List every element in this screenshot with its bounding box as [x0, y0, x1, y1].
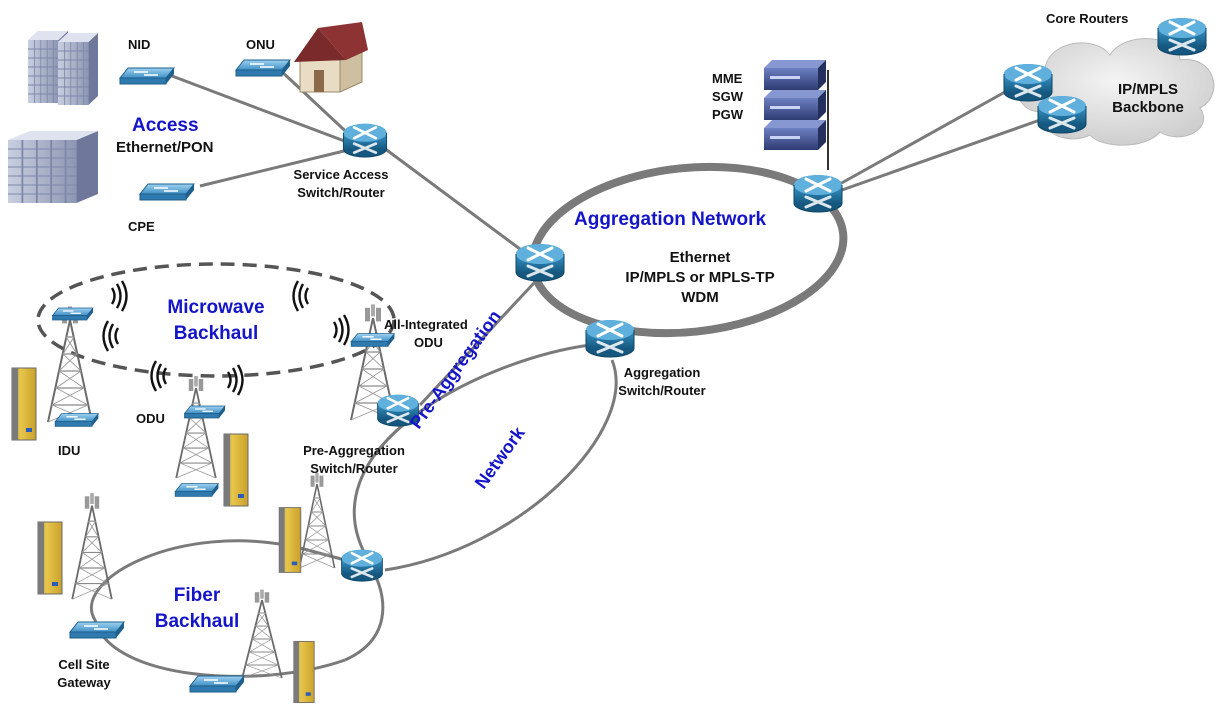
sgw-label: SGW — [712, 89, 744, 104]
onu-link — [278, 68, 357, 142]
network-links — [89, 68, 1041, 678]
radio-tower-icon — [241, 588, 283, 679]
wireless-wave-icon — [332, 313, 350, 347]
all-integrated-label-2: ODU — [414, 335, 443, 350]
tower-switch-icon — [174, 482, 220, 498]
all-integrated-odu-switch-icon — [350, 332, 396, 348]
onu-switch-icon — [235, 59, 291, 77]
odu-label: ODU — [136, 411, 165, 426]
agg-tech-wdm: WDM — [681, 289, 719, 306]
radio-cabinet-icon — [293, 640, 315, 704]
odu-switch-icon — [183, 405, 226, 419]
core-routers-label: Core Routers — [1046, 11, 1129, 26]
radio-tower-icon — [175, 375, 217, 479]
core-link-2 — [841, 118, 1041, 192]
wireless-wave-icon — [102, 319, 120, 353]
aggregation-edge-router-icon — [514, 242, 566, 283]
agg-tech-ethernet: Ethernet — [669, 249, 731, 266]
aggregation-switch-router-label-2: Switch/Router — [618, 383, 706, 398]
pre-agg-switch-router-label: Pre-Aggregation — [303, 443, 405, 458]
aggregation-network-title: Aggregation Network — [574, 209, 767, 230]
core-router-icon — [1036, 94, 1088, 135]
mme-label: MME — [712, 71, 743, 86]
cpe-switch-icon — [139, 183, 195, 201]
core-router-icon — [1002, 62, 1054, 103]
service-access-label-2: Switch/Router — [297, 185, 385, 200]
wireless-wave-icon — [110, 279, 128, 313]
cpe-label: CPE — [128, 219, 155, 234]
fiber-pre-aggregation-router-icon — [340, 548, 384, 583]
cell-site-gateway-label-2: Gateway — [57, 675, 111, 690]
aggregation-switch-router-label: Aggregation — [623, 365, 701, 380]
wireless-wave-icon — [226, 363, 244, 397]
cell-site-gateway-label: Cell Site — [58, 657, 110, 672]
access-subtitle: Ethernet/PON — [116, 139, 214, 156]
microwave-title: Microwave — [167, 297, 265, 318]
access-title: Access — [132, 115, 199, 136]
microwave-title-2: Backhaul — [173, 323, 259, 344]
aggregation-router-icon — [584, 318, 636, 359]
service-access-label: Service Access — [293, 167, 389, 182]
radio-cabinet-icon — [37, 521, 63, 595]
service-access-router-icon — [342, 122, 388, 159]
idu-cabinet-icon — [11, 367, 37, 441]
cpe-link — [199, 148, 349, 188]
backbone-label-2: Backbone — [1112, 99, 1184, 116]
onu-label: ONU — [246, 37, 275, 52]
backbone-label: IP/MPLS — [1117, 81, 1179, 98]
fiber-backhaul-title-2: Backhaul — [154, 611, 240, 632]
aggregation-core-router-icon — [792, 173, 844, 214]
idu-cabinet-icon — [223, 433, 249, 507]
cell-site-gateway-switch-icon — [189, 675, 245, 693]
wireless-wave-icon — [150, 359, 168, 393]
nid-label: NID — [128, 37, 151, 52]
tower-switch-icon — [51, 307, 94, 321]
tower-switch-icon — [54, 412, 100, 428]
sgw-server-icon — [764, 90, 826, 120]
house-icon — [294, 22, 368, 93]
all-integrated-label: All-Integrated — [384, 317, 468, 332]
radio-cabinet-icon — [278, 507, 302, 573]
mme-server-icon — [764, 60, 826, 90]
radio-tower-icon — [298, 471, 336, 569]
nid-switch-icon — [119, 67, 175, 85]
wireless-wave-icon — [292, 279, 310, 313]
microwave-pre-agg-uplink — [418, 281, 536, 407]
core-link-1 — [837, 90, 1006, 187]
fiber-backhaul-title: Fiber — [173, 585, 221, 606]
microwave-ring — [36, 262, 396, 378]
radio-tower-icon — [71, 492, 113, 601]
office-building-icon — [57, 32, 99, 106]
agg-tech-mpls: IP/MPLS or MPLS-TP — [625, 269, 775, 286]
pgw-label: PGW — [712, 107, 744, 122]
office-building-icon — [7, 130, 99, 204]
nid-link — [171, 74, 356, 147]
pre-agg-switch-router-label-2: Switch/Router — [310, 461, 398, 476]
pgw-server-icon — [764, 120, 826, 150]
radio-tower-icon — [47, 305, 93, 423]
idu-label: IDU — [58, 443, 81, 458]
core-router-icon — [1156, 16, 1208, 57]
cell-site-gateway-switch-icon — [69, 621, 125, 639]
service-access-uplink — [383, 146, 525, 254]
